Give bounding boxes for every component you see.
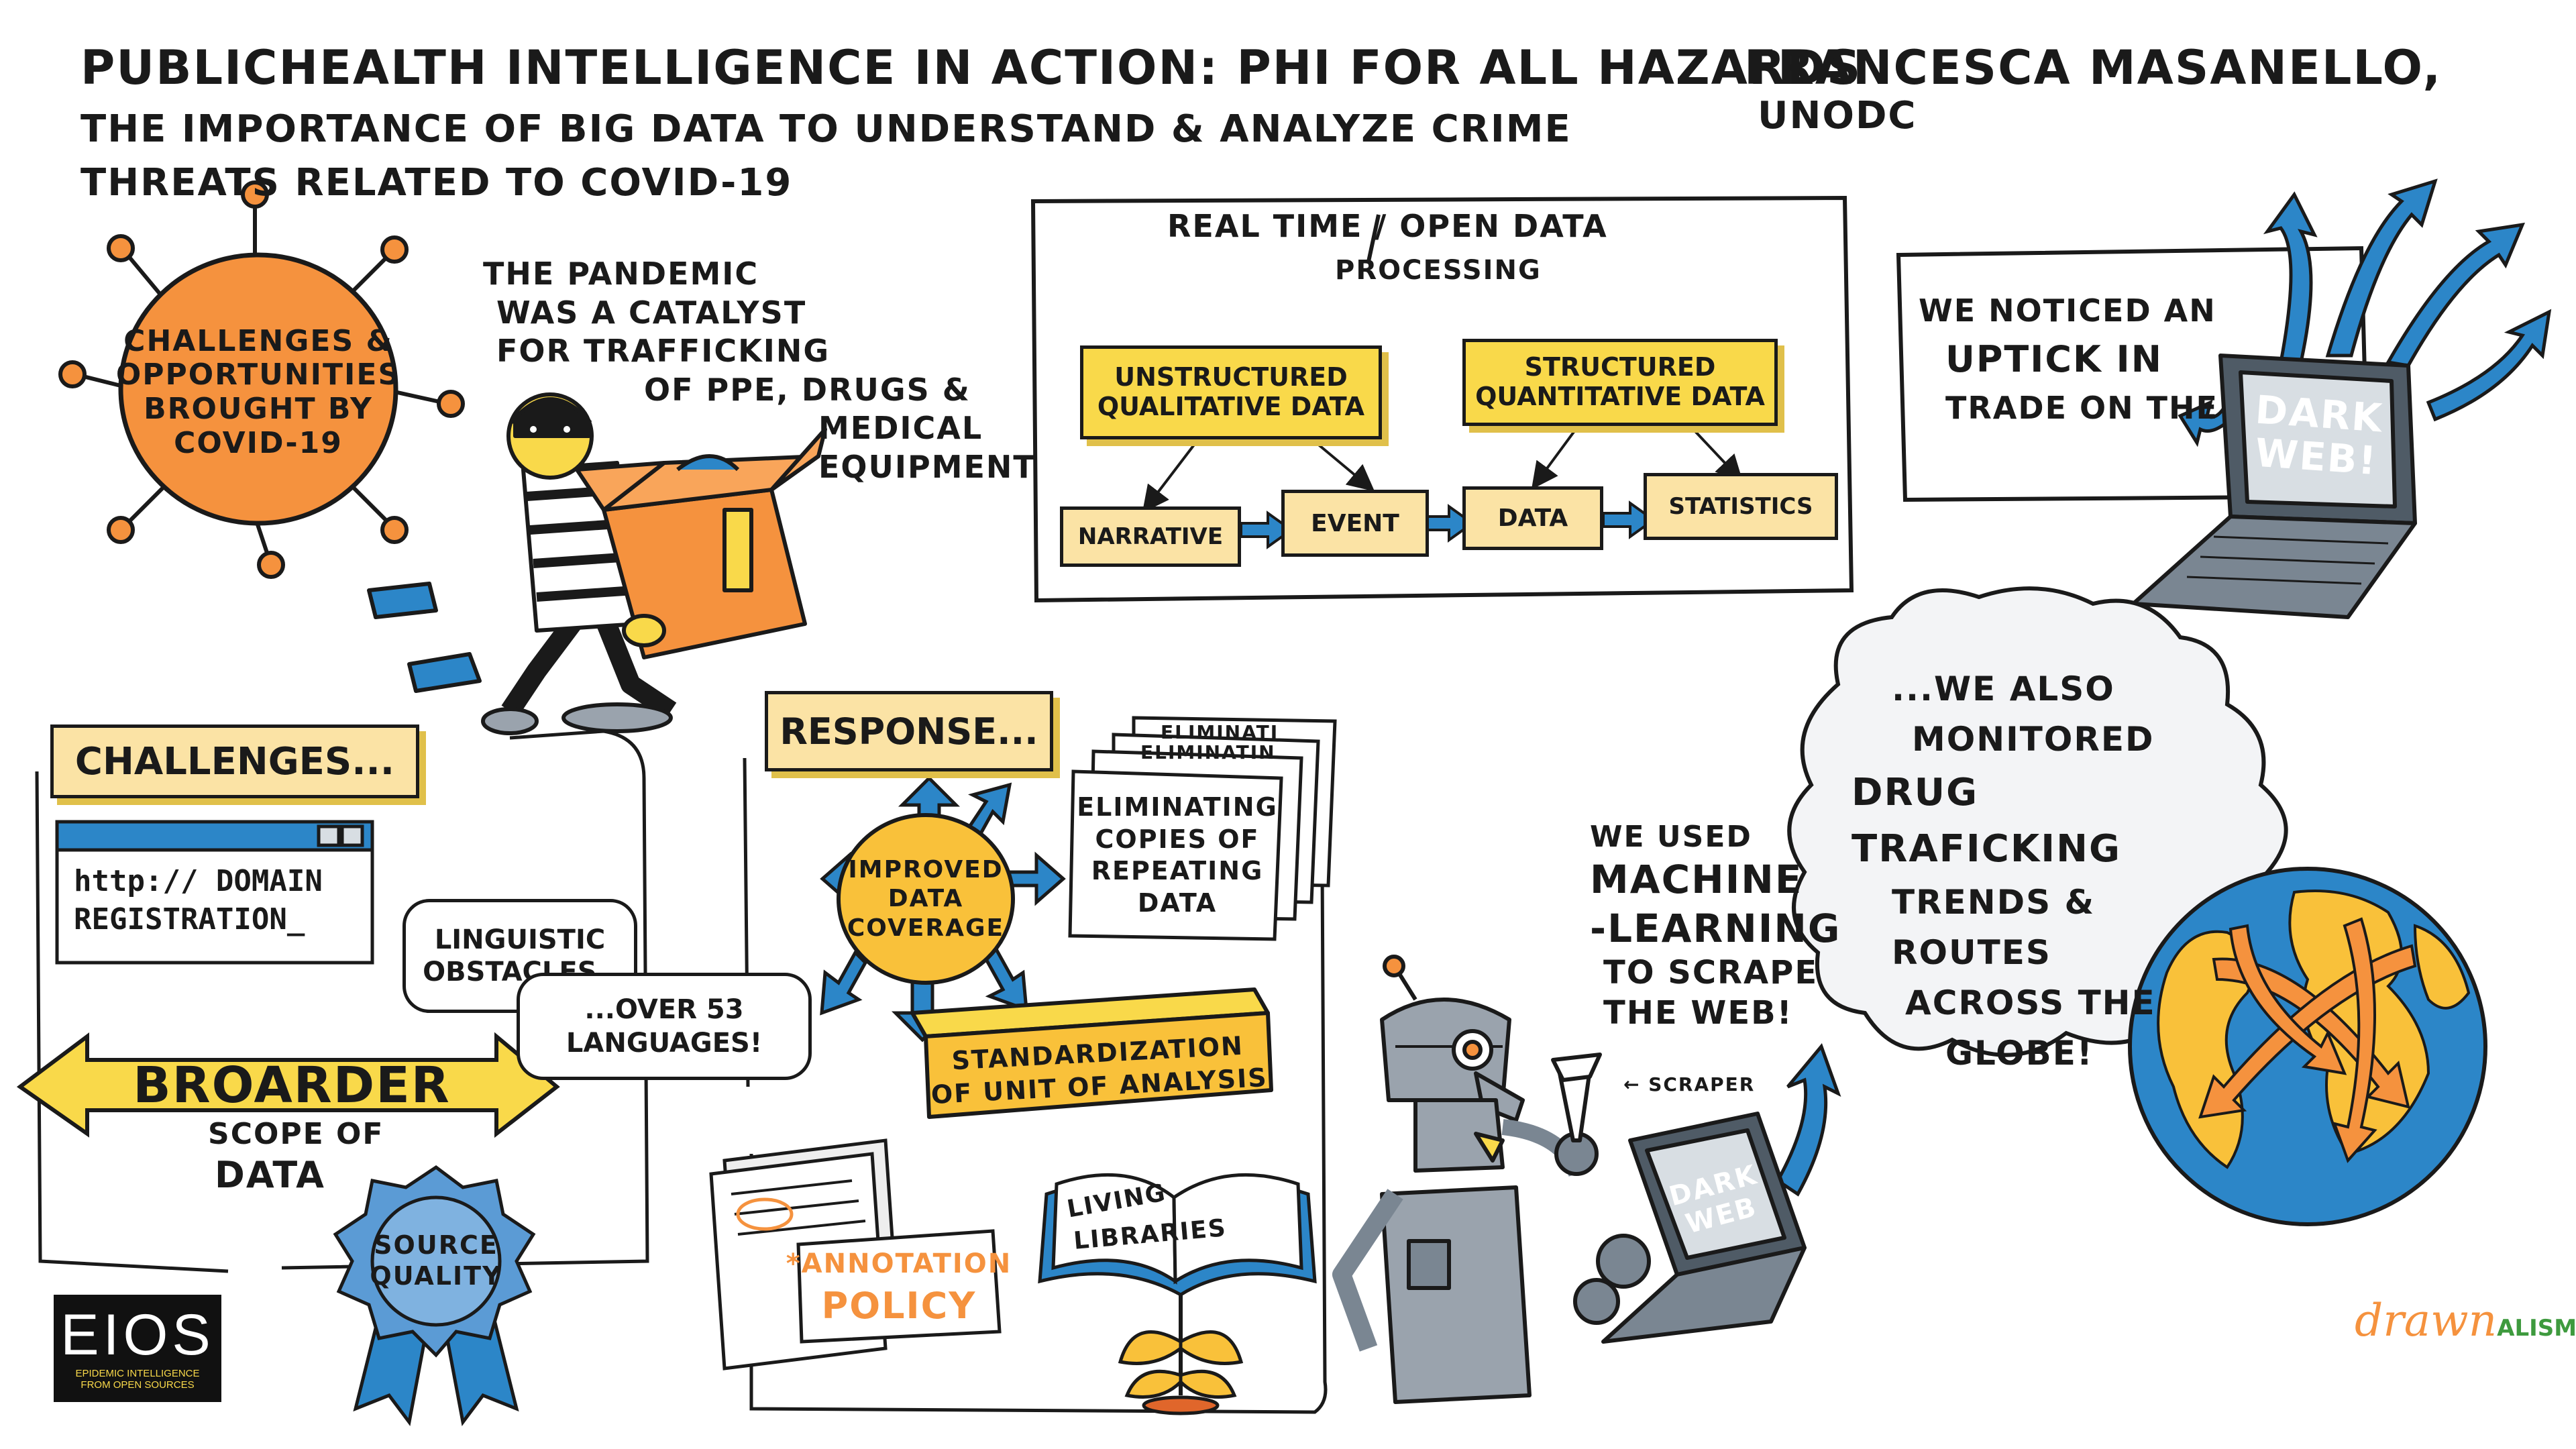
annotation-line2: POLICY [821, 1284, 977, 1327]
step-narrative: NARRATIVE [1060, 506, 1241, 567]
darkweb-line2: UPTICK IN [1945, 337, 2163, 380]
ml-line4: TO SCRAPE [1603, 954, 1819, 991]
cloud-line5: ACROSS THE [1905, 983, 2156, 1022]
author-org: UNODC [1758, 94, 1917, 138]
eliminating-back-1: ELIMINATI [1161, 721, 1279, 743]
broarder-label: BROARDER [133, 1056, 451, 1114]
author-name: FRANCESCA MASANELLO, [1744, 40, 2443, 95]
processing-title: REAL TIME / OPEN DATA [1167, 208, 1608, 244]
virus-label: CHALLENGES & OPPORTUNITIES BROUGHT BY CO… [115, 323, 401, 460]
processing-title-2: PROCESSING [1335, 255, 1542, 286]
virus-icon [58, 180, 465, 579]
eliminating-back-2: ELIMINATIN [1140, 741, 1276, 763]
drawnalism-logo: drawnALISM [2355, 1295, 2576, 1346]
annotation-papers-icon [709, 1138, 1002, 1371]
standardization-bar [910, 987, 1273, 1119]
book-flower-icon [1038, 1173, 1317, 1415]
coverage-label: IMPROVED DATA COVERAGE [847, 856, 1005, 942]
rosette-icon [333, 1165, 536, 1427]
cloud-line2: MONITORED [1912, 720, 2155, 759]
uptick-arrows-icon [2178, 178, 2552, 447]
darkweb-line3: TRADE ON THE [1945, 389, 2218, 426]
data-label: DATA [215, 1154, 325, 1196]
scraper-label: ← SCRAPER [1623, 1073, 1756, 1095]
drawnalism-alism: ALISM [2497, 1315, 2576, 1342]
thief-icon [367, 392, 827, 735]
laptop-icon [2131, 354, 2417, 619]
robot-icon [1332, 955, 1602, 1404]
eliminating-label: ELIMINATING COPIES OF REPEATING DATA [1077, 792, 1278, 918]
darkweb-text: WE NOTICED AN UPTICK IN TRADE ON THE [1919, 288, 2218, 431]
languages-bubble: ...OVER 53 LANGUAGES! [517, 973, 812, 1080]
laptop-2-icon [1573, 1112, 1807, 1344]
structured-data-box: STRUCTURED QUANTITATIVE DATA [1462, 339, 1778, 426]
eios-logo-sub1: EPIDEMIC INTELLIGENCE [75, 1368, 200, 1379]
processing-frame [1030, 195, 1854, 603]
eios-logo-sub2: FROM OPEN SOURCES [80, 1379, 195, 1391]
pandemic-line6: EQUIPMENT [818, 448, 1036, 485]
step-event: EVENT [1281, 490, 1429, 557]
cloud-line3: DRUG TRAFICKING [1851, 771, 2121, 871]
ml-line3: -LEARNING [1590, 905, 1841, 951]
pandemic-line4: OF PPE, DRUGS & [644, 371, 971, 408]
ml-line1: WE USED [1590, 820, 1752, 854]
page-title: PUBLICHEALTH INTELLIGENCE IN ACTION: PHI… [80, 40, 1862, 95]
darkweb-line1: WE NOTICED AN [1919, 292, 2216, 329]
unstructured-data-box: UNSTRUCTURED QUALITATIVE DATA [1080, 345, 1382, 439]
scope-label: SCOPE OF [208, 1117, 384, 1151]
response-header: RESPONSE... [765, 691, 1053, 771]
cloud-line4: TRENDS & ROUTES [1892, 883, 2096, 972]
url-text: http:// DOMAIN REGISTRATION_ [74, 864, 323, 937]
cloud-text: ...WE ALSO MONITORED DRUG TRAFICKING TRE… [1825, 664, 2241, 1079]
eios-logo: EIOS EPIDEMIC INTELLIGENCE FROM OPEN SOU… [54, 1295, 221, 1402]
annotation-label: *ANNOTATION POLICY [786, 1238, 1011, 1338]
cloud-line1: ...WE ALSO [1892, 669, 2115, 708]
ml-line2: MACHINE [1590, 857, 1803, 902]
drawnalism-drawn: drawn [2355, 1295, 2498, 1346]
paper-stack-icon [1068, 716, 1337, 941]
ml-text: WE USED MACHINE -LEARNING TO SCRAPE THE … [1590, 818, 1841, 1033]
page-subtitle-line1: THE IMPORTANCE OF BIG DATA TO UNDERSTAND… [80, 107, 1572, 151]
step-data: DATA [1462, 486, 1603, 550]
route-arrows-icon [2198, 917, 2417, 1163]
page-subtitle-line2: THREATS RELATED TO COVID-19 [80, 161, 793, 205]
challenges-header: CHALLENGES... [50, 724, 419, 798]
pandemic-text: THE PANDEMIC WAS A CATALYST FOR TRAFFICK… [483, 255, 1036, 486]
browser-window [55, 820, 374, 965]
pandemic-line5: MEDICAL [818, 410, 983, 446]
broarder-arrow [16, 1032, 560, 1138]
source-quality-label: SOURCE QUALITY [370, 1230, 502, 1291]
cloud-line6: GLOBE! [1945, 1034, 2094, 1073]
ml-line5: THE WEB! [1603, 994, 1793, 1032]
annotation-line1: *ANNOTATION [786, 1248, 1012, 1279]
darkweb-screen-label: DARK WEB! [2253, 386, 2385, 484]
pandemic-line1: THE PANDEMIC [483, 256, 759, 292]
step-statistics: STATISTICS [1644, 473, 1838, 540]
eios-logo-text: EIOS [60, 1303, 215, 1367]
pandemic-line2: WAS A CATALYST [496, 294, 807, 331]
pandemic-line3: FOR TRAFFICKING [496, 333, 830, 369]
